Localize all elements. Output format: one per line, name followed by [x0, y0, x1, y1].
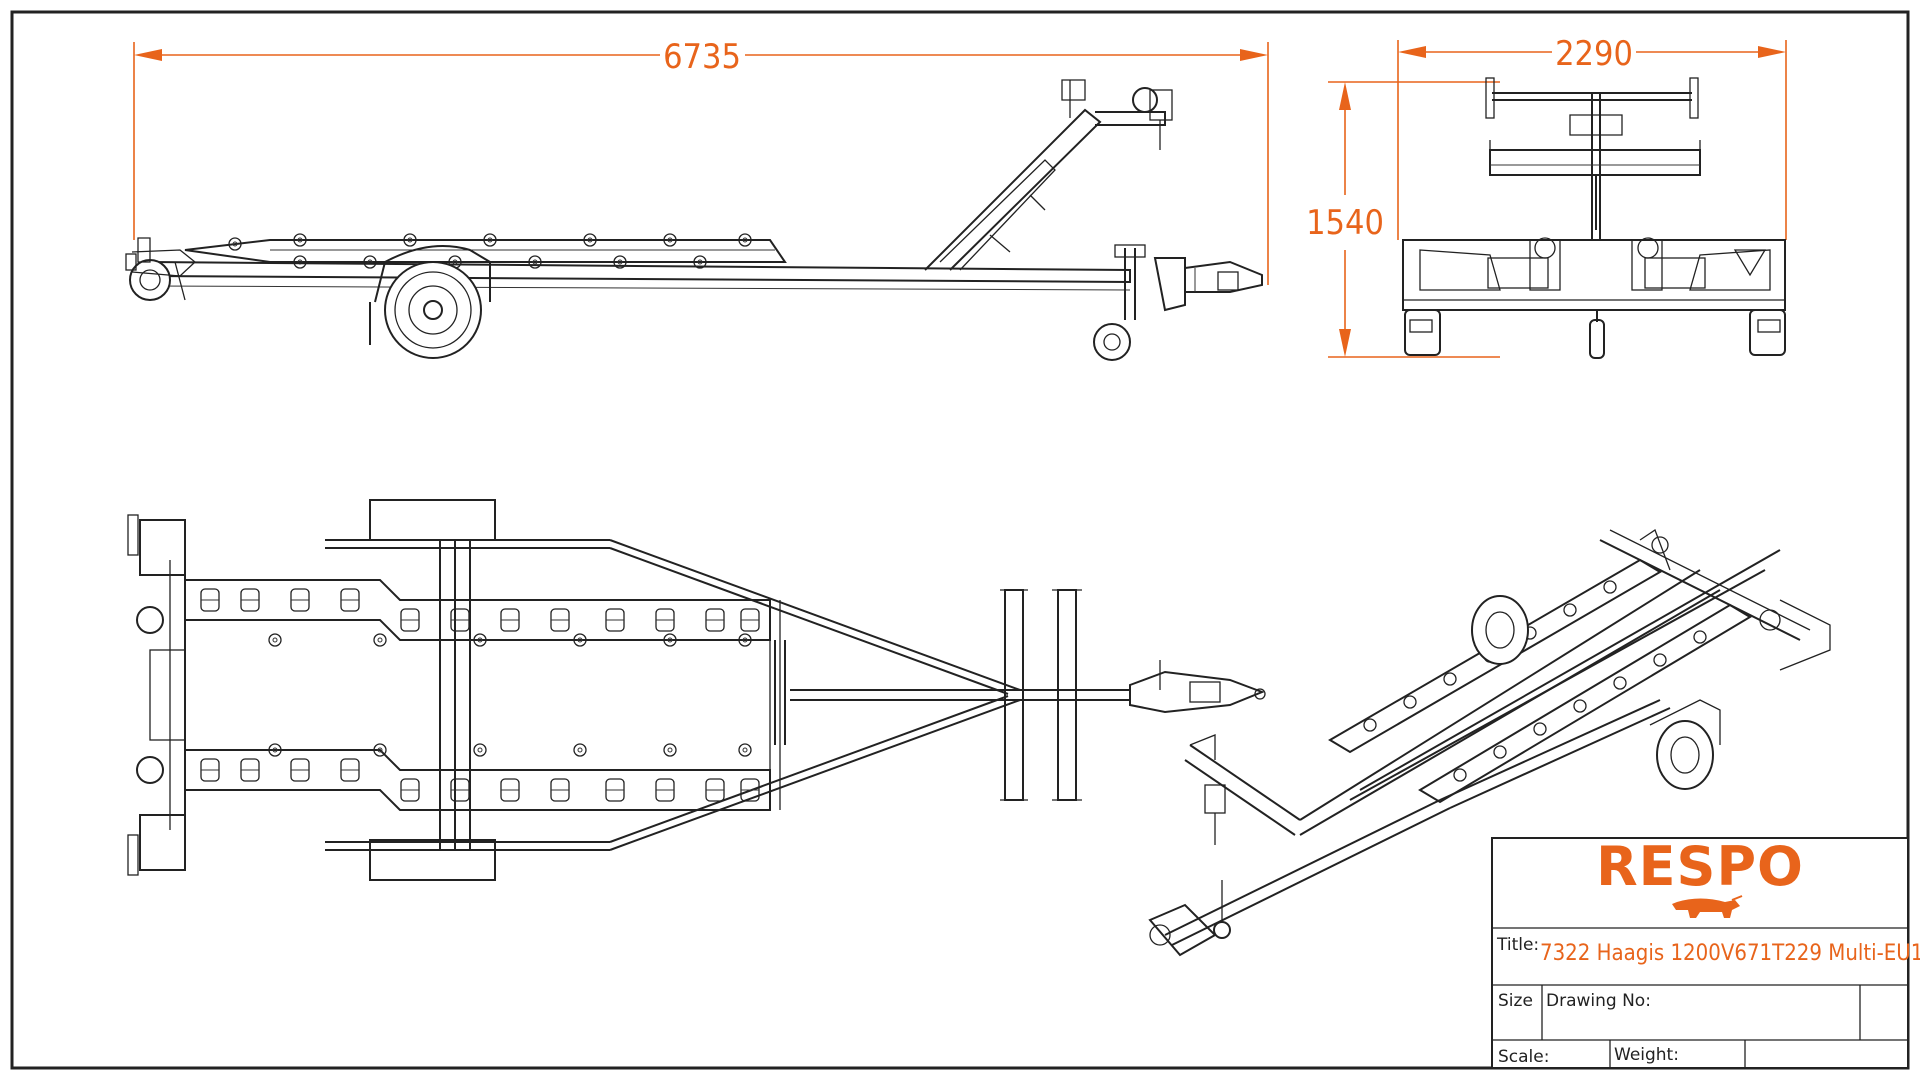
top-view: [127, 499, 1266, 881]
drawing-no-label: Drawing No:: [1546, 991, 1651, 1011]
dimension-height-label: 1540: [1306, 203, 1384, 243]
isometric-view: [1148, 529, 1831, 957]
dimension-height: 1540: [1306, 81, 1500, 358]
scale-label: Scale:: [1498, 1047, 1549, 1067]
side-view: 6735: [125, 37, 1269, 361]
rear-view: 2290 1540: [1306, 34, 1787, 359]
weight-label: Weight:: [1614, 1045, 1679, 1065]
dimension-length-label: 6735: [663, 37, 741, 77]
title-label: Title:: [1496, 935, 1539, 955]
title-value: 7322 Haagis 1200V671T229 Multi-EU1.: [1540, 941, 1920, 966]
size-label: Size: [1498, 991, 1533, 1011]
bull-logo-icon: [1672, 895, 1743, 918]
dimension-width: 2290: [1397, 34, 1787, 240]
title-block: RESPO Title: 7322 Haagis 1200V671T229 Mu…: [1491, 835, 1920, 1069]
dimension-width-label: 2290: [1555, 34, 1633, 74]
brand-wordmark: RESPO: [1596, 835, 1804, 898]
dimension-length: 6735: [133, 37, 1269, 285]
iso-rollers: [1363, 580, 1707, 782]
sheet-border: [10, 10, 1910, 1070]
bunk-rollers-lower: [200, 758, 760, 802]
bunk-rollers-upper: [200, 588, 760, 632]
